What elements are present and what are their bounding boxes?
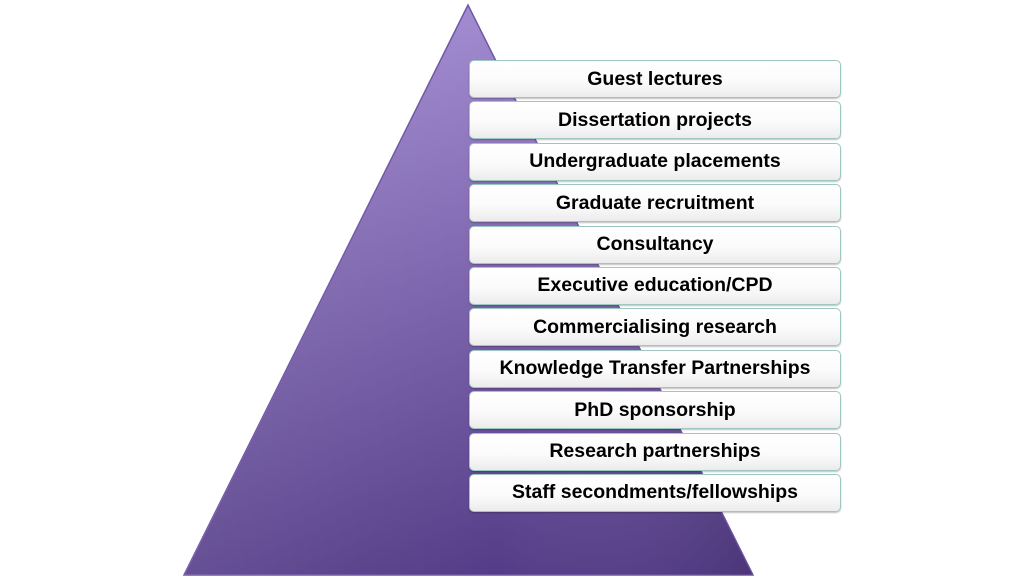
level-knowledge-transfer-partnerships: Knowledge Transfer Partnerships [469, 349, 841, 388]
level-dissertation-projects: Dissertation projects [469, 101, 841, 140]
level-executive-education: Executive education/CPD [469, 266, 841, 305]
pyramid-shading [184, 5, 753, 575]
level-graduate-recruitment: Graduate recruitment [469, 184, 841, 223]
level-research-partnerships: Research partnerships [469, 432, 841, 471]
level-phd-sponsorship: PhD sponsorship [469, 391, 841, 430]
level-guest-lectures: Guest lectures [469, 60, 841, 98]
level-consultancy: Consultancy [469, 225, 841, 264]
level-undergraduate-placements: Undergraduate placements [469, 142, 841, 181]
pyramid-levels-list: Guest lectures Dissertation projects Und… [469, 60, 841, 515]
level-commercialising-research: Commercialising research [469, 308, 841, 347]
level-staff-secondments: Staff secondments/fellowships [469, 473, 841, 512]
